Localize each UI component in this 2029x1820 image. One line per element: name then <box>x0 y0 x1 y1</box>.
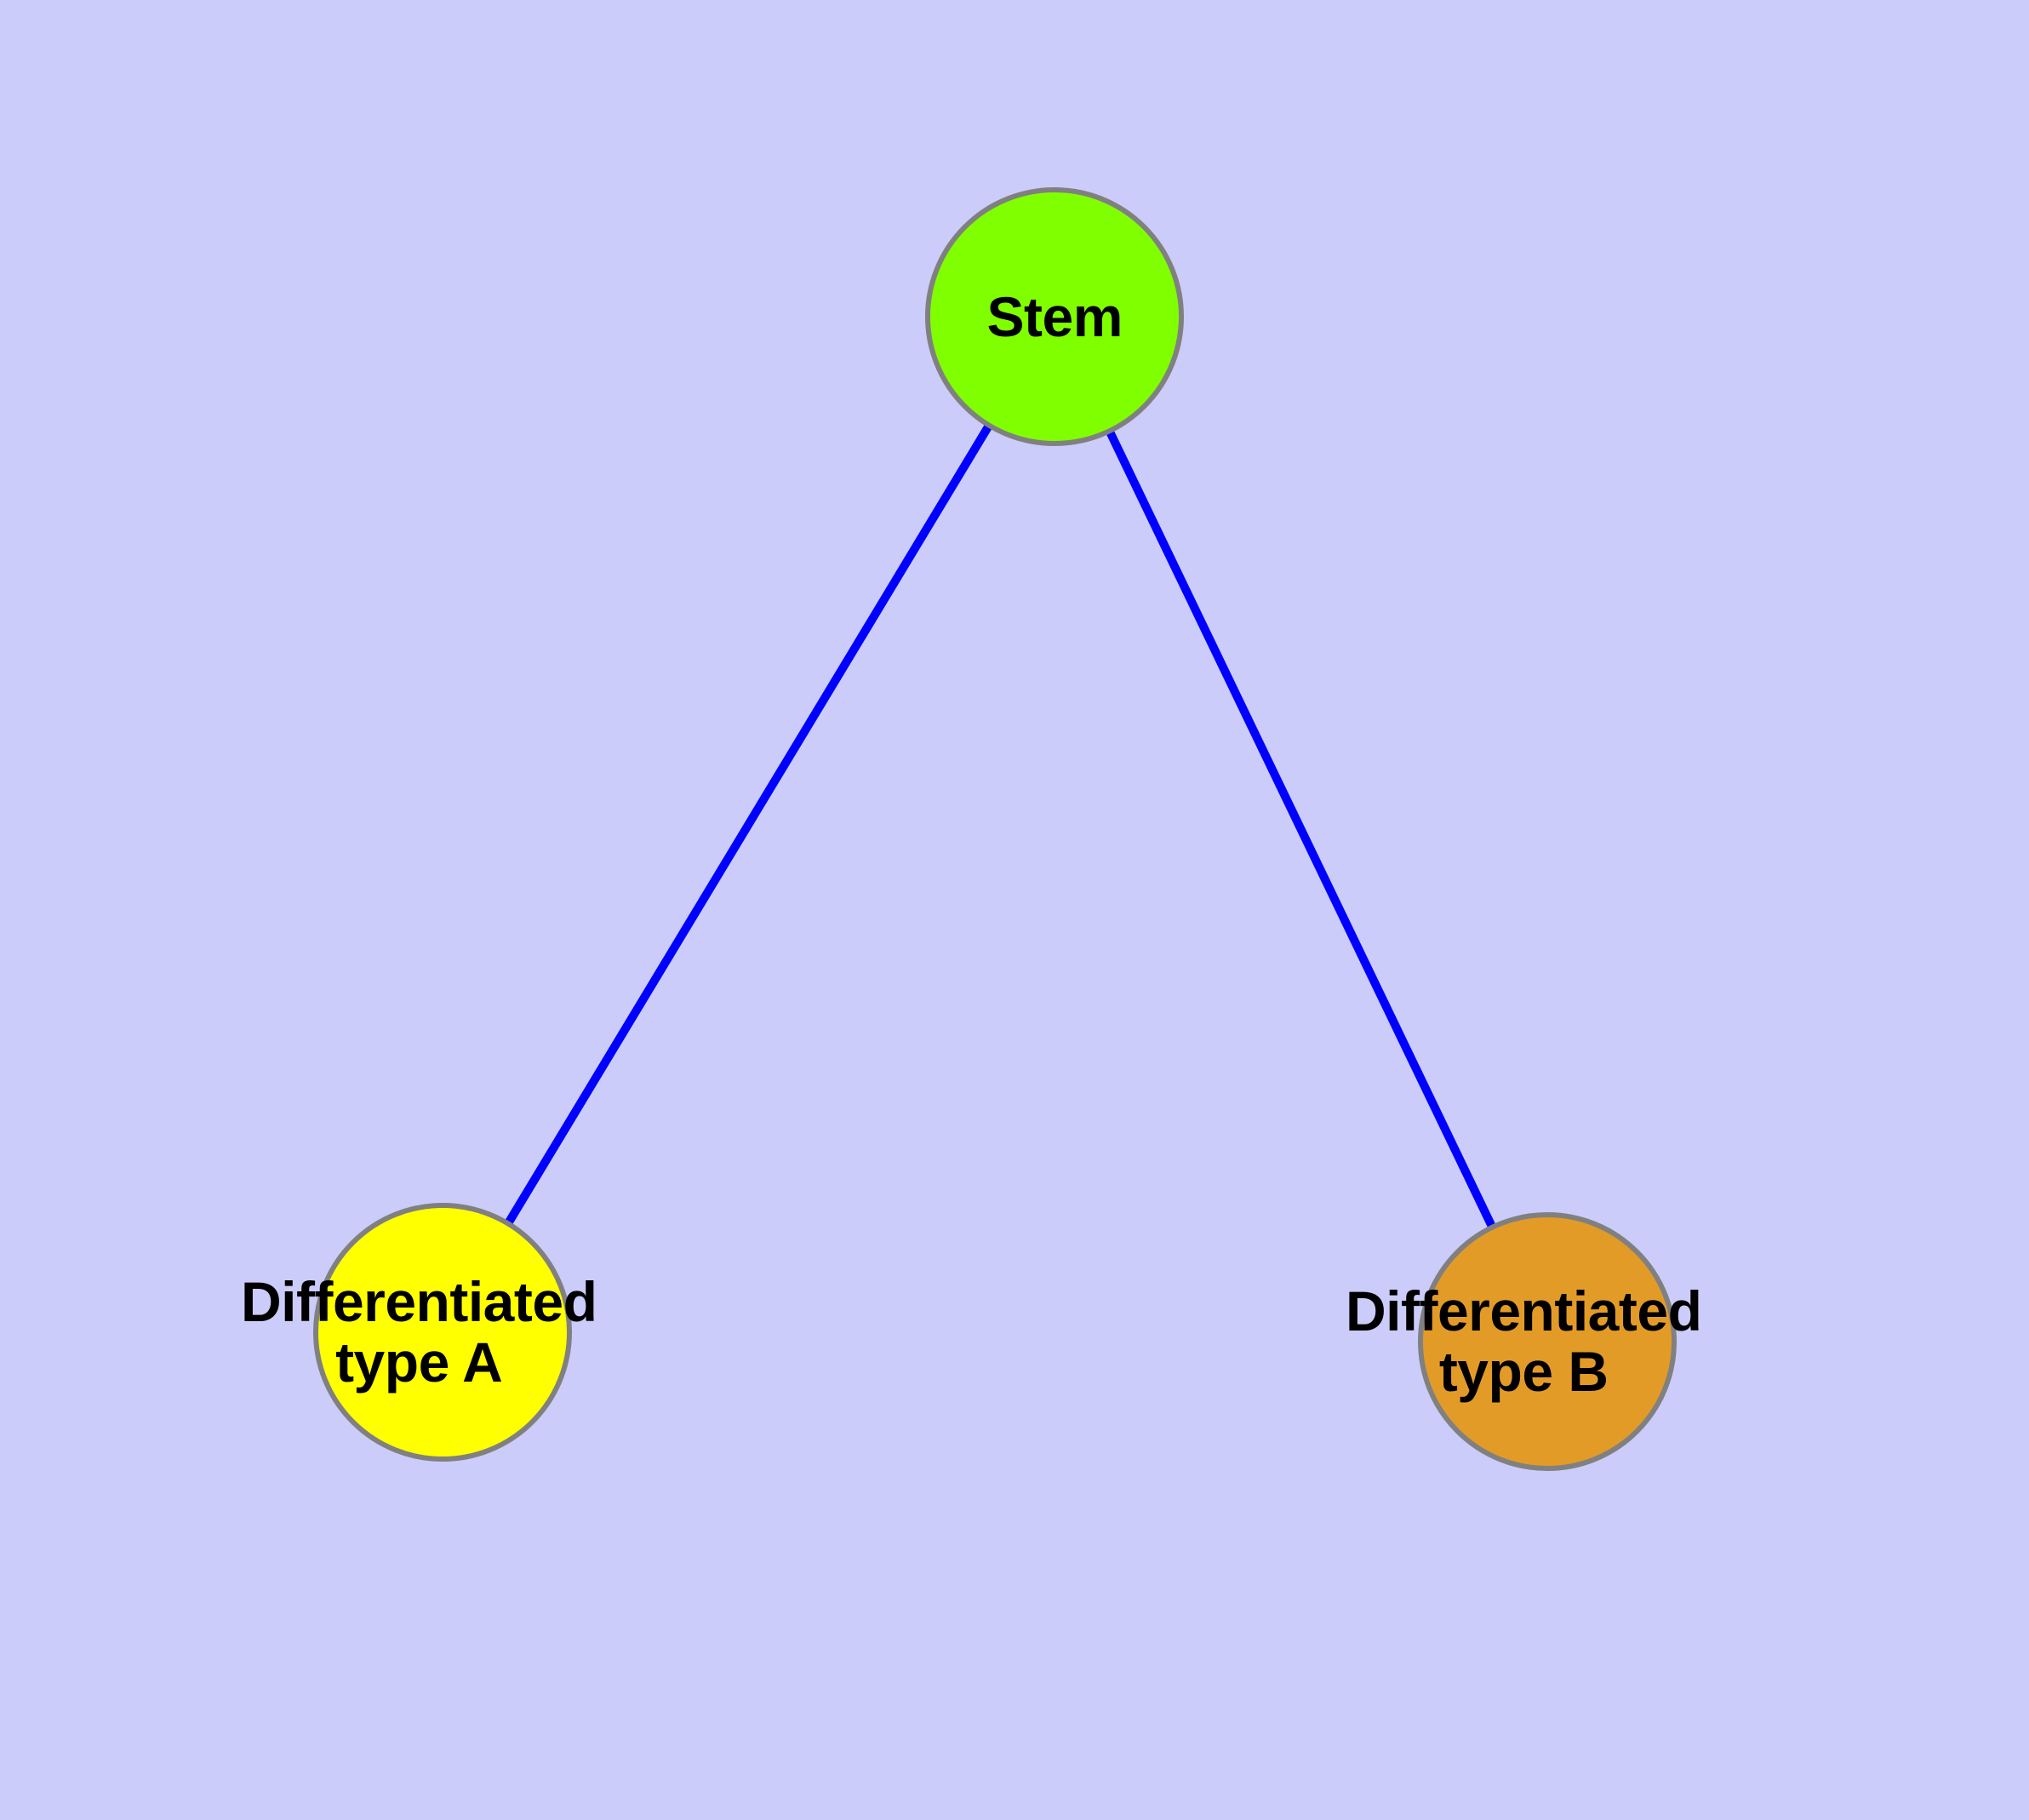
graph-node-diff_a[interactable] <box>313 1203 572 1462</box>
node-layer <box>313 187 1677 1471</box>
graph-edge[interactable] <box>1105 428 1497 1230</box>
graph-edge[interactable] <box>504 422 993 1227</box>
graph-node-diff_b[interactable] <box>1418 1212 1677 1471</box>
graph-node-stem[interactable] <box>925 187 1184 446</box>
edge-layer <box>504 422 1497 1230</box>
